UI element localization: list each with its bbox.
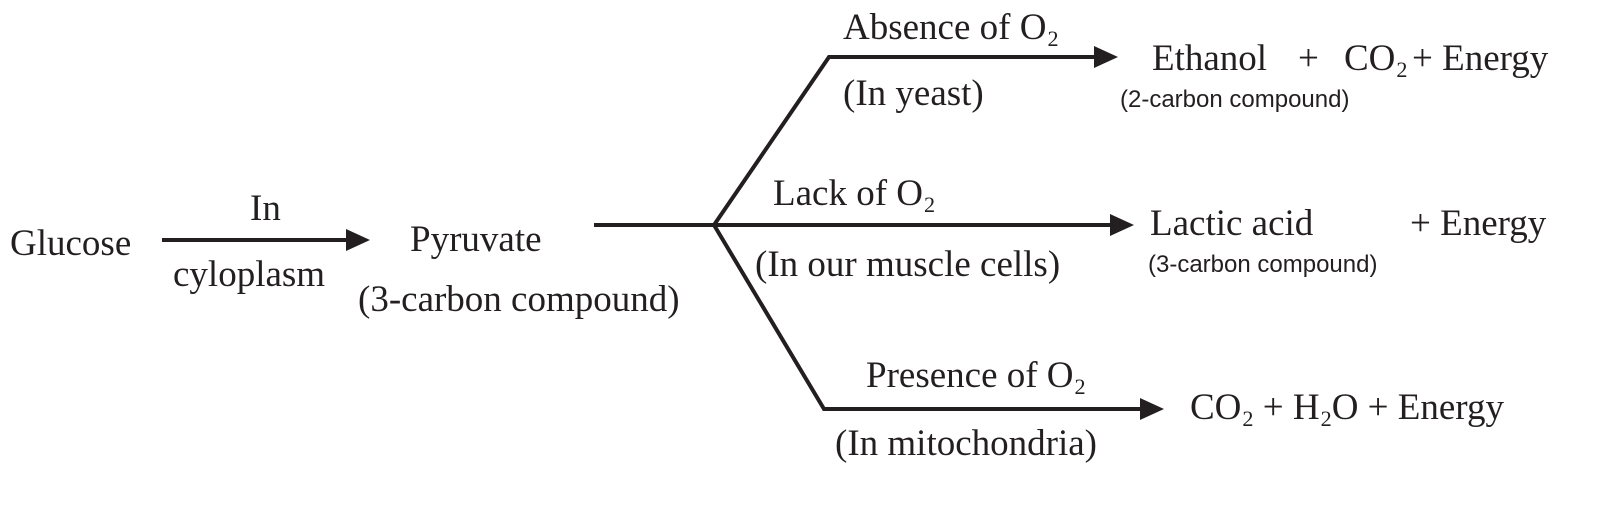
yeast-co2-subscript: 2 xyxy=(1396,57,1408,83)
mitochondria-products: CO2 + H2O + Energy xyxy=(1190,387,1504,430)
mitochondria-co2-subscript: 2 xyxy=(1242,406,1254,432)
step1-label-top: In xyxy=(250,188,281,229)
muscle-location: (In our muscle cells) xyxy=(755,244,1061,285)
muscle-condition-subscript: 2 xyxy=(924,192,936,218)
mitochondria-condition: Presence of O2 xyxy=(866,355,1086,398)
arrowhead-mitochondria xyxy=(1140,398,1164,420)
mitochondria-condition-text: Presence of O xyxy=(866,355,1074,396)
pyruvate-label: Pyruvate xyxy=(410,219,542,260)
arrowhead-muscle xyxy=(1110,214,1134,236)
mitochondria-h2o-subscript: 2 xyxy=(1320,406,1332,432)
yeast-product-energy: + Energy xyxy=(1412,38,1549,79)
muscle-product-energy: + Energy xyxy=(1410,203,1547,244)
branch-line-yeast xyxy=(712,55,1096,227)
yeast-condition: Absence of O2 xyxy=(843,7,1059,50)
yeast-product-note: (2-carbon compound) xyxy=(1120,86,1350,113)
mitochondria-condition-subscript: 2 xyxy=(1074,374,1086,400)
yeast-location: (In yeast) xyxy=(843,73,984,114)
yeast-product-co2: CO2 xyxy=(1344,38,1408,81)
muscle-condition: Lack of O2 xyxy=(773,173,935,216)
step1-label-bottom: cyloplasm xyxy=(173,254,326,295)
yeast-product-ethanol: Ethanol xyxy=(1152,38,1268,79)
muscle-product-lactic-acid: Lactic acid xyxy=(1150,203,1314,244)
yeast-product-plus: + xyxy=(1298,38,1319,79)
arrowhead-glucose-to-pyruvate xyxy=(346,229,370,251)
mitochondria-energy-text: O + Energy xyxy=(1331,387,1504,428)
yeast-condition-subscript: 2 xyxy=(1047,26,1059,52)
glucose-label: Glucose xyxy=(10,223,132,264)
pyruvate-note: (3-carbon compound) xyxy=(358,279,680,320)
arrowhead-yeast xyxy=(1094,46,1118,68)
muscle-condition-text: Lack of O xyxy=(773,173,923,214)
mitochondria-h2o-text: + H xyxy=(1262,387,1320,428)
mitochondria-co2-text: CO xyxy=(1190,387,1242,428)
branch-line-mitochondria xyxy=(712,223,1142,411)
yeast-condition-text: Absence of O xyxy=(843,7,1047,48)
muscle-product-note: (3-carbon compound) xyxy=(1148,251,1378,278)
yeast-co2-text: CO xyxy=(1344,38,1396,79)
mitochondria-location: (In mitochondria) xyxy=(835,423,1097,464)
